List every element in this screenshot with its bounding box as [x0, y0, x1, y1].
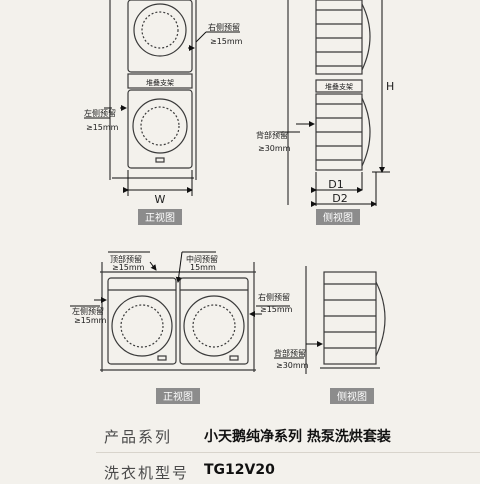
callout-right-gap-front-line2: ≥15mm [260, 305, 293, 314]
callout-middle-gap-front: 中间预留 15mm [175, 251, 218, 283]
spec-row-series: 产品系列 小天鹅纯净系列 热泵洗烘套装 [0, 426, 480, 448]
callout-left-gap-mid: 左侧预留 ≥15mm [84, 105, 127, 132]
width-label: W [155, 193, 166, 206]
spec-value-model: TG12V20 [204, 462, 275, 478]
stack-bracket-label: 堆叠支架 [146, 78, 174, 87]
height-dimension [372, 0, 390, 173]
callout-top-gap-front-line2: ≥15mm [112, 263, 145, 272]
side-by-side-front-view [100, 262, 256, 372]
callout-back-gap-side-line2: ≥30mm [258, 144, 291, 153]
callout-back-gap-side: 背部预留 ≥30mm [256, 121, 315, 153]
side-view-tag-top-text: 侧视图 [323, 211, 353, 224]
callout-left-gap-mid-line2: ≥15mm [86, 123, 119, 132]
front-view-tag-bottom-text: 正视图 [163, 390, 193, 403]
spec-row-model: 洗衣机型号 TG12V20 [0, 462, 480, 484]
side-view-tag-bottom [330, 388, 374, 404]
front-view-tag-bottom [156, 388, 200, 404]
callout-right-gap-top-line1: 右侧预留 [208, 22, 240, 32]
callout-right-gap-front: 右侧预留 ≥15mm [249, 292, 293, 317]
callout-back-gap-side2-line1: 背部预留 [274, 348, 306, 358]
depth2-label: D2 [332, 192, 347, 205]
width-dimension [123, 170, 193, 196]
spec-value-series: 小天鹅纯净系列 热泵洗烘套装 [204, 429, 391, 445]
stacked-side-view [287, 0, 371, 205]
callout-left-gap-front-line1: 左侧预留 [72, 306, 104, 316]
front-view-tag-top-text: 正视图 [145, 211, 175, 224]
callout-top-gap-front-line1: 顶部预留 [110, 254, 142, 264]
callout-top-gap-front: 顶部预留 ≥15mm [108, 251, 157, 272]
stacked-front-view [109, 0, 197, 180]
single-side-view [305, 266, 386, 374]
side-view-tag-top [316, 209, 360, 225]
stack-bracket-label-side: 堆叠支架 [325, 82, 353, 91]
callout-right-gap-top: 右侧预留 ≥15mm [188, 22, 243, 51]
callout-left-gap-front-line2: ≥15mm [74, 316, 107, 325]
height-label: H [386, 80, 394, 93]
callout-left-gap-front: 左侧预留 ≥15mm [70, 297, 107, 325]
spec-key-series: 产品系列 [104, 428, 173, 446]
callout-middle-gap-front-line1: 中间预留 [186, 254, 218, 264]
front-view-tag-top [138, 209, 182, 225]
spec-divider [96, 452, 480, 453]
depth-dimensions [311, 172, 377, 207]
callout-right-gap-top-line2: ≥15mm [210, 37, 243, 46]
installation-diagram: 堆叠支架 右侧预留 ≥15mm 左侧预留 ≥15mm W 正视图 [70, 0, 394, 404]
depth1-label: D1 [328, 178, 343, 191]
callout-back-gap-side-line1: 背部预留 [256, 130, 288, 140]
callout-back-gap-side2: 背部预留 ≥30mm [274, 341, 323, 370]
callout-left-gap-mid-line1: 左侧预留 [84, 108, 116, 118]
spec-key-model: 洗衣机型号 [104, 464, 190, 482]
callout-back-gap-side2-line2: ≥30mm [276, 361, 309, 370]
callout-right-gap-front-line1: 右侧预留 [258, 292, 290, 302]
side-view-tag-bottom-text: 侧视图 [337, 390, 367, 403]
callout-middle-gap-front-line2: 15mm [190, 263, 216, 272]
